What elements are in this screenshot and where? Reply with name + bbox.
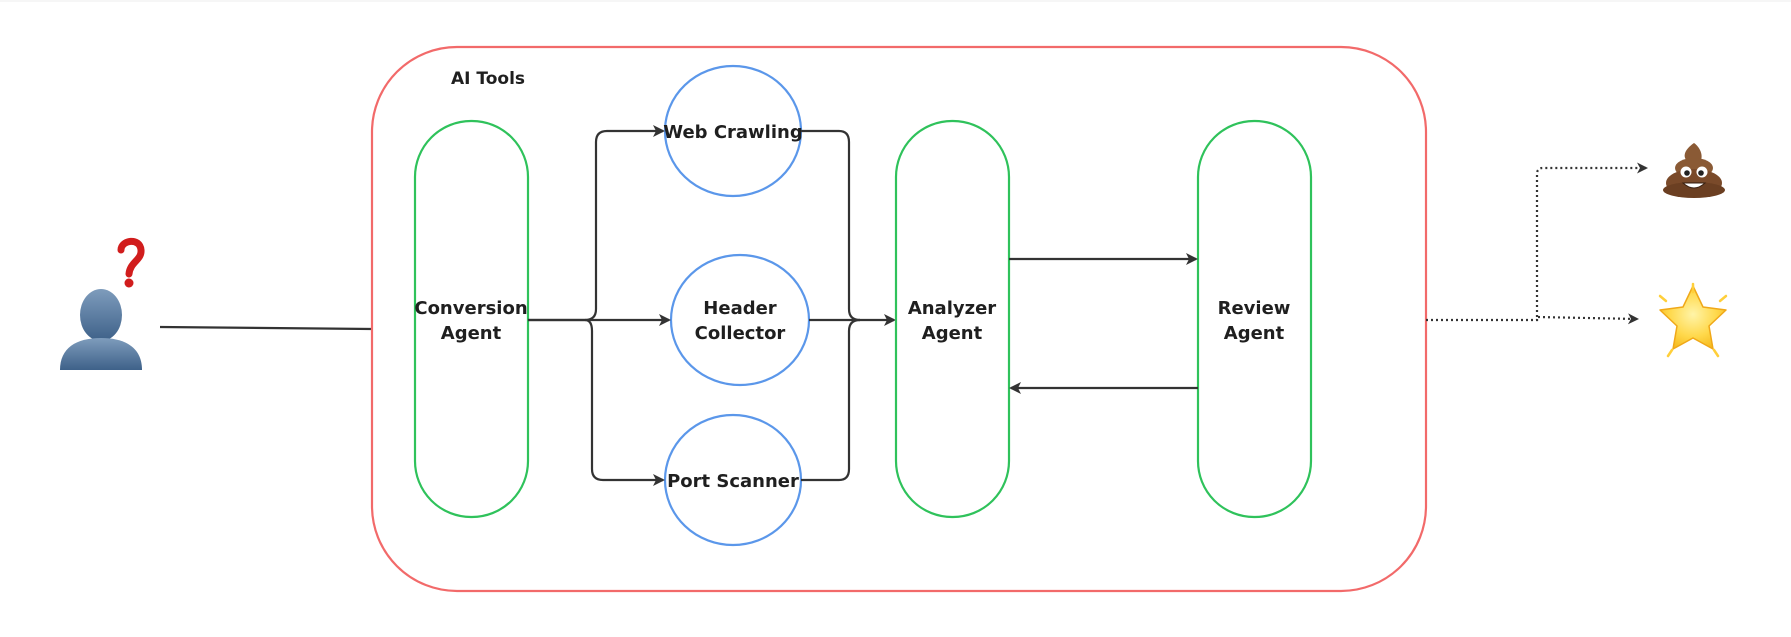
ai-tools-group-label: AI Tools [451,69,525,89]
review-agent-label-2: Agent [1224,323,1285,344]
analyzer-agent-label: Analyzer [908,298,996,319]
conversion-agent-label-2: Agent [441,323,502,344]
star-icon [1658,282,1728,358]
review-agent-node[interactable] [1196,119,1313,519]
web-crawling-label: Web Crawling [663,122,802,143]
poop-icon [1663,143,1725,198]
user-to-group-connector [159,325,373,331]
analyzer-agent-label-2: Agent [922,323,983,344]
conversion-agent-label: Conversion [414,298,527,319]
review-agent-label: Review [1218,298,1291,319]
header-collector-label: Header [703,298,777,319]
header-collector-label-2: Collector [695,323,786,344]
user-silhouette-icon [60,289,142,370]
outcome-connectors [1426,162,1648,325]
port-scanner-label: Port Scanner [667,471,799,492]
analyzer-agent-node[interactable] [894,119,1011,519]
fan-in-connectors [801,129,896,482]
header-collector-node[interactable] [669,253,811,387]
fan-out-connectors [528,125,671,486]
question-mark-icon [117,237,145,288]
conversion-agent-node[interactable] [413,119,530,519]
